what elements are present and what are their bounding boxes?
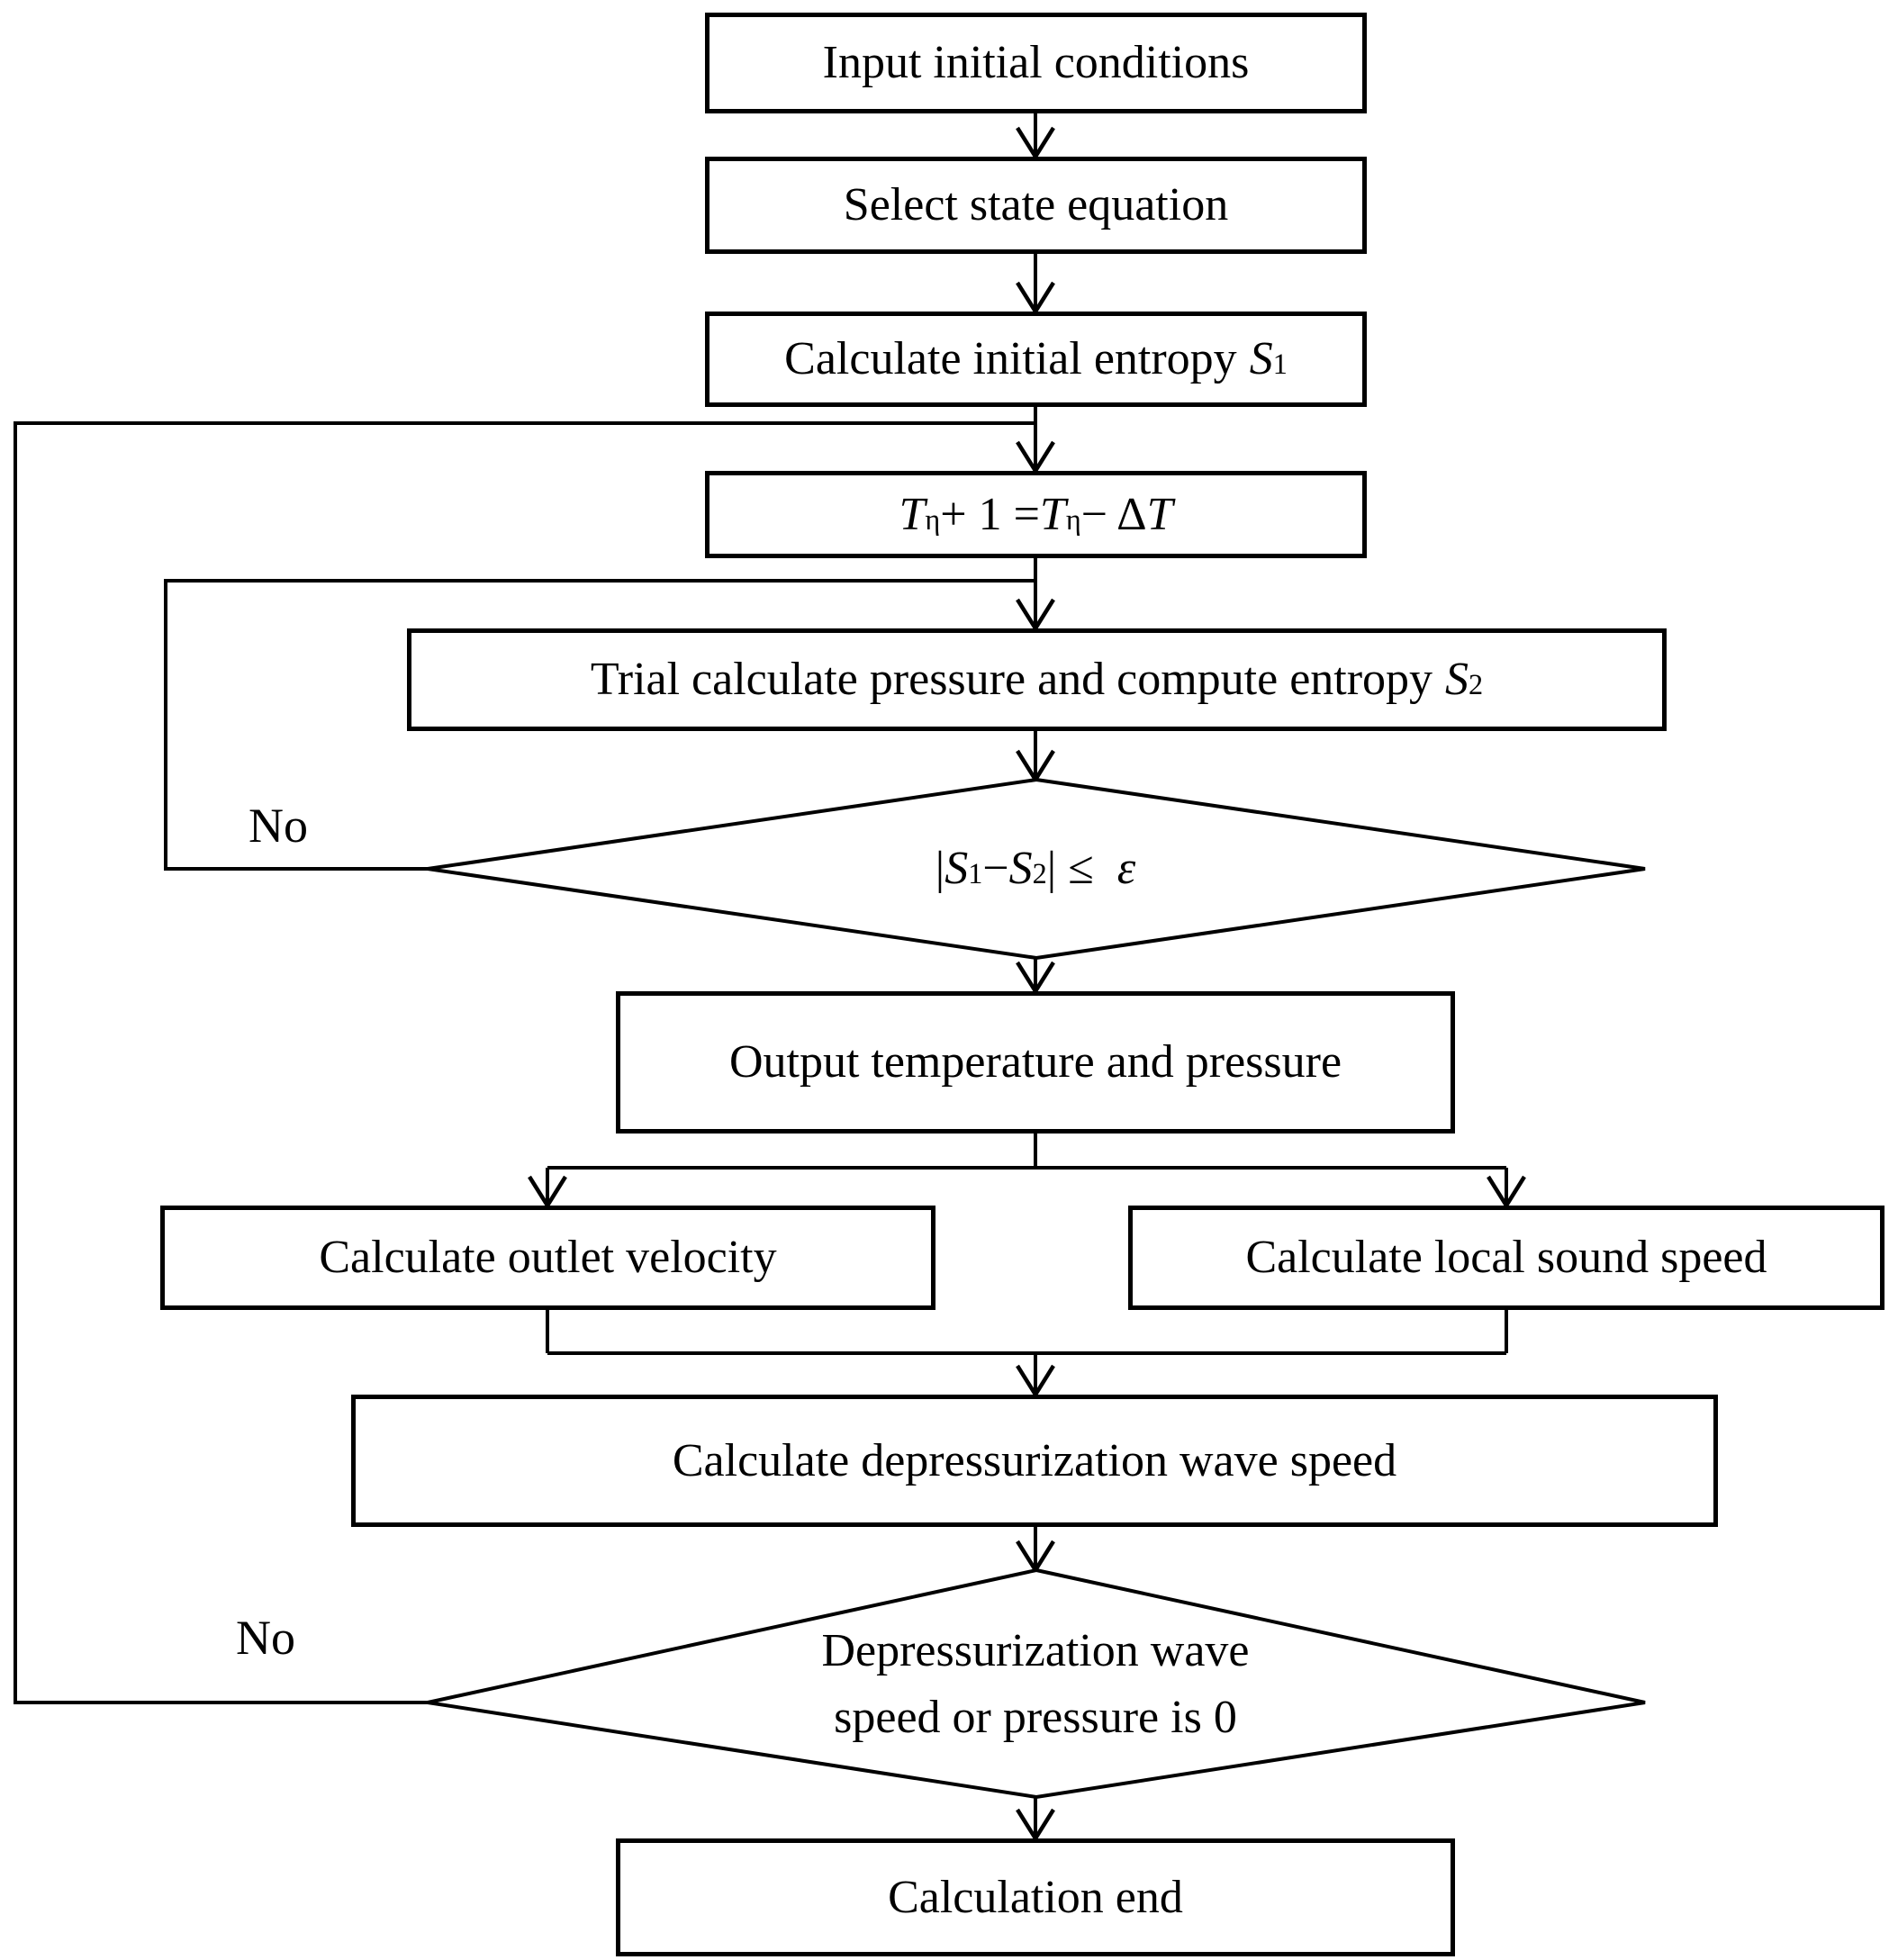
trial-var-sub: 2	[1469, 668, 1484, 701]
tstep-var-T2: T	[1039, 488, 1066, 540]
node-trial-label: Trial calculate pressure and compute ent…	[591, 653, 1483, 707]
node-outlet-label: Calculate outlet velocity	[319, 1232, 777, 1284]
decision-entropy-diamond	[427, 777, 1646, 961]
node-calculate-outlet-velocity: Calculate outlet velocity	[160, 1206, 935, 1310]
node-select-label: Select state equation	[843, 179, 1229, 231]
tstep-var-T3: T	[1146, 488, 1173, 540]
decision-wave-diamond	[427, 1567, 1646, 1800]
node-wave-label: Calculate depressurization wave speed	[672, 1434, 1397, 1486]
node-trial-calculate-pressure: Trial calculate pressure and compute ent…	[407, 628, 1667, 731]
entropy-label-text: Calculate initial entropy	[784, 333, 1237, 385]
tstep-sub-eta1: η	[925, 502, 941, 536]
node-end-label: Calculation end	[888, 1871, 1183, 1923]
node-input-label: Input initial conditions	[822, 37, 1250, 89]
edge-label-no-entropy-loop: No	[249, 799, 308, 853]
node-input-initial-conditions: Input initial conditions	[705, 13, 1367, 113]
node-output-label: Output temperature and pressure	[728, 1036, 1342, 1088]
tstep-minus-delta: − Δ	[1080, 488, 1147, 540]
edge-no-loop-entropy	[164, 579, 1035, 871]
trial-label-text: Trial calculate pressure and compute ent…	[590, 654, 1433, 706]
edge-label-no-wave-loop: No	[236, 1611, 295, 1665]
trial-var-S: S	[1445, 654, 1469, 706]
node-calculation-end: Calculation end	[616, 1838, 1455, 1956]
node-output-temperature-pressure: Output temperature and pressure	[616, 991, 1455, 1134]
edge-no-loop-wave	[14, 421, 1035, 1704]
tstep-mid: + 1 =	[940, 488, 1040, 540]
tstep-var-T1: T	[899, 488, 926, 540]
entropy-var-S: S	[1249, 333, 1273, 385]
node-sound-label: Calculate local sound speed	[1245, 1232, 1767, 1284]
node-calculate-depressurization-wave-speed: Calculate depressurization wave speed	[351, 1395, 1718, 1527]
tstep-sub-eta2: η	[1065, 502, 1081, 536]
node-calculate-local-sound-speed: Calculate local sound speed	[1128, 1206, 1884, 1310]
entropy-var-sub: 1	[1272, 348, 1288, 381]
node-select-state-equation: Select state equation	[705, 157, 1367, 254]
